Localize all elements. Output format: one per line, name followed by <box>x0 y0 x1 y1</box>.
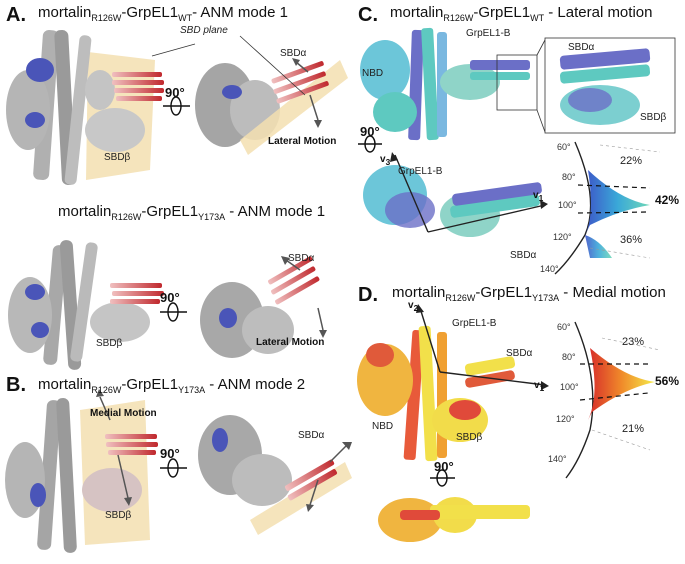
structure-d-bottom <box>378 497 530 542</box>
angle-140-c: 140° <box>540 264 559 274</box>
percent-c-middle: 42% <box>655 193 680 207</box>
angle-80-d: 80° <box>562 352 576 362</box>
lateral-motion-label-a1: Lateral Motion <box>268 136 337 147</box>
distribution-d <box>565 321 661 479</box>
panel-letter-c: C. <box>358 4 378 26</box>
angle-60-d: 60° <box>557 322 571 332</box>
nbd-label-c: NBD <box>362 68 384 79</box>
percent-d-bottom: 21% <box>622 423 645 435</box>
structure-c-top <box>360 27 676 141</box>
rotation-label-b: 90° <box>160 446 180 461</box>
angle-80-c: 80° <box>562 172 576 182</box>
panel-d-title: mortalinR126W-GrpEL1Y173A - Medial motio… <box>392 284 666 303</box>
panel-a-title: mortalinR126W-GrpEL1WT- ANM mode 1 <box>38 4 288 23</box>
rotation-label-d: 90° <box>434 459 454 474</box>
percent-d-top: 23% <box>622 336 645 348</box>
structure-a-top-left <box>6 30 196 185</box>
sbd-alpha-label-d: SBDα <box>506 348 533 359</box>
vector-v2-label: v2 <box>408 300 419 313</box>
panel-letter-a: A. <box>6 4 26 26</box>
panel-letter-d: D. <box>358 284 378 306</box>
sbd-alpha-label-b: SBDα <box>298 430 325 441</box>
rotation-glyphs <box>160 96 455 487</box>
grpel1b-label-c2: GrpEL1-B <box>398 166 443 177</box>
sbd-beta-label-a2: SBDβ <box>96 338 123 349</box>
grpel1b-label-c1: GrpEL1-B <box>466 28 511 39</box>
angle-60-c: 60° <box>557 142 571 152</box>
vector-v3-label: v3 <box>380 154 391 167</box>
structure-d-top <box>357 304 549 462</box>
nbd-label-d: NBD <box>372 421 394 432</box>
structure-a-top-right <box>195 35 348 155</box>
angle-100-c: 100° <box>558 200 577 210</box>
panel-a-title-2: mortalinR126W-GrpEL1Y173A - ANM mode 1 <box>58 203 326 222</box>
structure-a-bottom-right <box>200 256 327 358</box>
percent-c-top: 22% <box>620 155 643 167</box>
sbd-alpha-label-a1: SBDα <box>280 48 307 59</box>
rotation-label-c: 90° <box>360 124 380 139</box>
structure-b-right <box>198 415 352 535</box>
angle-100-d: 100° <box>560 382 579 392</box>
angle-140-d: 140° <box>548 454 567 464</box>
sbd-alpha-label-c-inset: SBDα <box>568 42 595 53</box>
panel-c-title: mortalinR126W-GrpEL1WT - Lateral motion <box>390 4 653 23</box>
sbd-beta-label-d: SBDβ <box>456 432 483 443</box>
percent-c-bottom: 36% <box>620 234 643 246</box>
structure-a-bottom-left <box>8 240 164 370</box>
medial-motion-label: Medial Motion <box>90 408 157 419</box>
vector-v1-label-c: v1 <box>533 190 544 203</box>
structure-b-left <box>5 389 158 553</box>
sbd-beta-label-b: SBDβ <box>105 510 132 521</box>
rotation-label-a1: 90° <box>165 85 185 100</box>
panel-b-title: mortalinR126W-GrpEL1Y173A - ANM mode 2 <box>38 376 306 395</box>
sbd-beta-label-a1: SBDβ <box>104 152 131 163</box>
distribution-c <box>554 141 661 275</box>
sbd-alpha-label-a2: SBDα <box>288 253 315 264</box>
sbd-beta-label-c-inset: SBDβ <box>640 112 667 123</box>
lateral-motion-label-a2: Lateral Motion <box>256 337 325 348</box>
structure-c-bottom <box>363 152 548 237</box>
percent-d-middle: 56% <box>655 374 680 388</box>
rotation-label-a2: 90° <box>160 290 180 305</box>
angle-120-d: 120° <box>556 414 575 424</box>
sbd-plane-label: SBD plane <box>180 25 228 36</box>
sbd-alpha-label-c: SBDα <box>510 250 537 261</box>
angle-120-c: 120° <box>553 232 572 242</box>
grpel1b-label-d: GrpEL1-B <box>452 318 497 329</box>
vector-v1-label-d: v1 <box>534 380 545 393</box>
panel-letter-b: B. <box>6 374 26 396</box>
